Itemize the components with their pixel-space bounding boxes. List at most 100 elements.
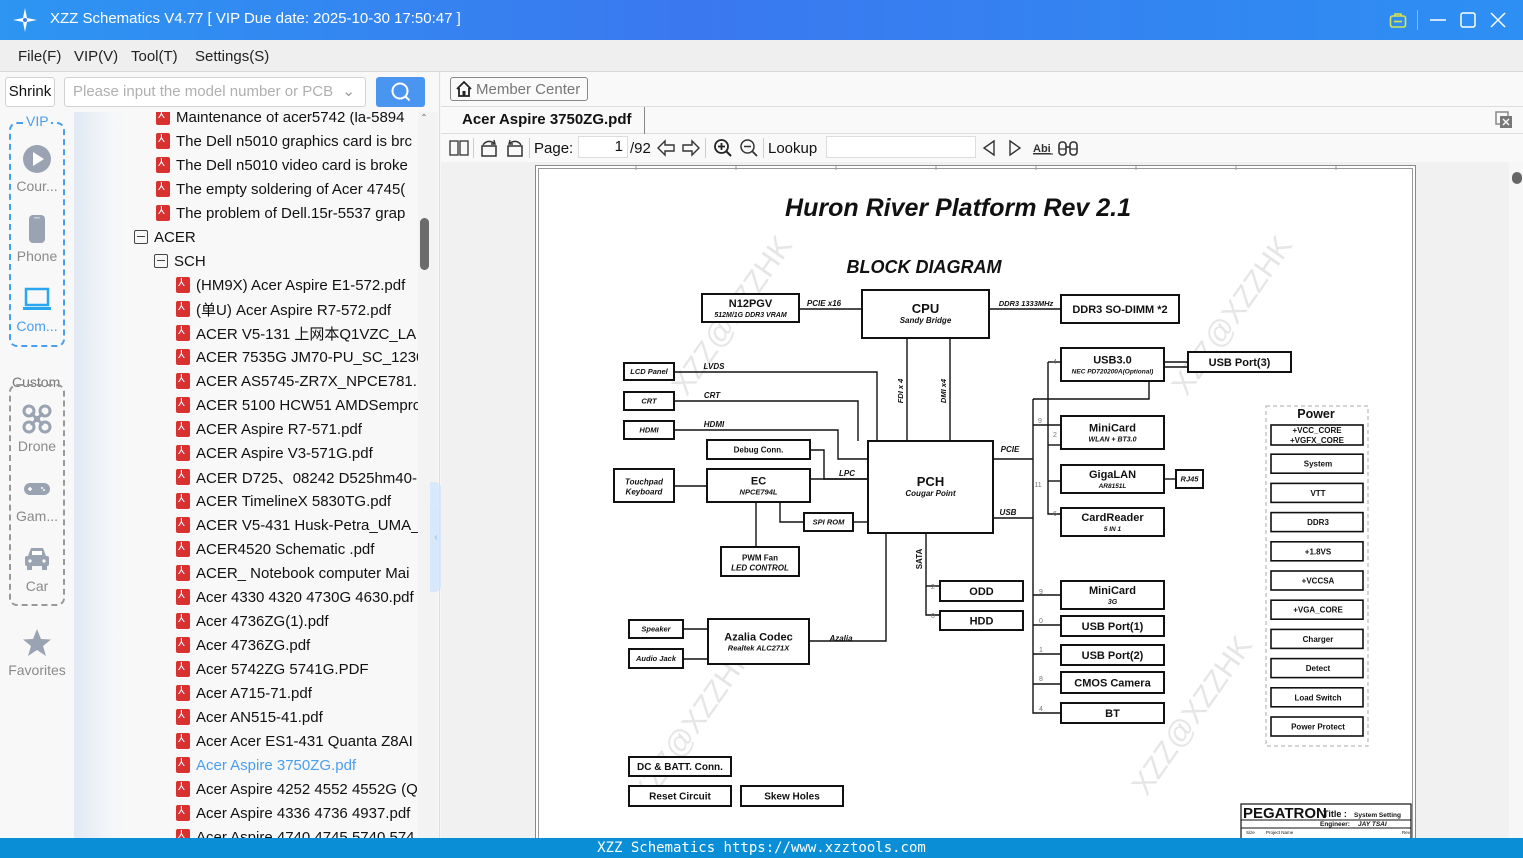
pdf-viewport[interactable]: XZZ@XZZHKXZZ@XZZHKXZZ@XZZHKXZZ@XZZHKHuro… [441, 162, 1523, 838]
nav-item-phone[interactable]: Phone [0, 214, 74, 264]
odd-block-label: ODD [969, 586, 994, 598]
tree-file[interactable]: Acer Aspire 4252 4552 4552G (Q [176, 777, 418, 801]
nav-item-favorites[interactable]: Favorites [0, 628, 74, 678]
pdf-file-icon [156, 112, 170, 125]
prev-page-button[interactable] [656, 137, 676, 159]
member-center-button[interactable]: Member Center [450, 77, 588, 101]
tree-file[interactable]: ACER V5-131 上网本Q1VZC_LA [176, 321, 416, 345]
pdf-file-icon [156, 204, 170, 221]
tree-folder[interactable]: SCH [154, 249, 206, 273]
tree-file[interactable]: Acer Aspire 3750ZG.pdf [176, 753, 356, 777]
scrollbar-thumb[interactable] [420, 218, 429, 270]
tree-file[interactable]: Maintenance of acer5742 (la-5894 [156, 112, 405, 129]
collapse-icon[interactable] [154, 254, 168, 268]
page-number-input[interactable]: 1 [578, 136, 628, 158]
tree-file[interactable]: ACER_ Notebook computer Mai [176, 561, 409, 585]
tree-file[interactable]: ACER 5100 HCW51 AMDSempro [176, 393, 418, 417]
close-all-tabs-icon[interactable] [1495, 111, 1513, 129]
tree-file[interactable]: (HM9X) Acer Aspire E1-572.pdf [176, 273, 405, 297]
cardreader-block [1060, 507, 1165, 537]
find-all-button[interactable] [1057, 137, 1079, 159]
tree-item-label: The problem of Dell.15r-5537 grap [176, 204, 406, 222]
search-button[interactable] [376, 77, 425, 107]
ec-block [706, 468, 811, 503]
tree-file[interactable]: Acer Aspire 4336 4736 4937.pdf [176, 801, 410, 825]
nav-item-car[interactable]: Car [0, 544, 74, 594]
port-number: 1 [1039, 647, 1043, 654]
schematic-subtitle: BLOCK DIAGRAM [847, 257, 1003, 277]
star-icon [23, 629, 51, 656]
scrollbar-thumb[interactable] [1512, 172, 1522, 184]
port-number: 0 [931, 613, 935, 620]
scroll-up-icon[interactable]: ˆ [1512, 162, 1515, 169]
rotate-left-button[interactable] [479, 137, 499, 159]
power-item-label: System [1304, 460, 1332, 469]
tree-file[interactable]: The empty soldering of Acer 4745( [156, 177, 405, 201]
rotate-right-button[interactable] [505, 137, 525, 159]
gigalan-block [1060, 464, 1165, 494]
nav-item-drone[interactable]: Drone [0, 404, 74, 454]
next-page-button[interactable] [681, 137, 701, 159]
tree-file[interactable]: Acer A715-71.pdf [176, 681, 312, 705]
two-page-view-button[interactable] [449, 137, 469, 159]
azalia-line [809, 533, 887, 642]
zoom-out-button[interactable] [739, 137, 759, 159]
tree-scrollbar[interactable]: ˆ [418, 112, 438, 838]
tree-file[interactable]: The Dell n5010 graphics card is brc [156, 129, 412, 153]
tree-file[interactable]: The Dell n5010 video card is broke [156, 153, 408, 177]
shrink-button[interactable]: Shrink [5, 77, 55, 107]
tree-folder[interactable]: ACER [134, 225, 196, 249]
title-block-label: Size [1246, 830, 1255, 835]
tree-file[interactable]: Acer 4330 4320 4730G 4630.pdf [176, 585, 414, 609]
tree-item-label: ACER D725、08242 D525hm40- [196, 469, 417, 487]
power-title: Power [1297, 407, 1335, 421]
find-next-button[interactable] [1007, 137, 1023, 159]
tree-file[interactable]: Acer Aspire 4740 4745 5740 574 [176, 825, 415, 838]
scroll-up-icon[interactable]: ˆ [422, 112, 426, 126]
tree-file[interactable]: Acer AN515-41.pdf [176, 705, 323, 729]
tree-file[interactable]: ACER V5-431 Husk-Petra_UMA_ [176, 513, 418, 537]
pdf-file-icon [176, 708, 190, 725]
tree-file[interactable]: ACER D725、08242 D525hm40- [176, 465, 417, 489]
tree-file[interactable]: ACER 7535G JM70-PU_SC_1230 [176, 345, 418, 369]
page-border [538, 168, 1413, 838]
zoom-in-button[interactable] [713, 137, 733, 159]
triangle-left-icon [982, 139, 995, 157]
nav-item-games[interactable]: Gam... [0, 474, 74, 524]
nav-item-computer[interactable]: Com... [0, 284, 74, 334]
viewer-scrollbar[interactable]: ˆ [1509, 162, 1523, 838]
menu-vip[interactable]: VIP(V) [74, 48, 119, 65]
collapse-icon[interactable] [134, 230, 148, 244]
nav-item-courses[interactable]: Cour... [0, 144, 74, 194]
vip-bag-icon[interactable] [1386, 8, 1410, 32]
tree-item-label: ACER AS5745-ZR7X_NPCE781.p [196, 372, 418, 390]
minicard2-block-label: MiniCard [1089, 585, 1136, 597]
tree-file[interactable]: Acer 4736ZG.pdf [176, 633, 310, 657]
tree-file[interactable]: Acer 4736ZG(1).pdf [176, 609, 329, 633]
tree-file[interactable]: ACER TimelineX 5830TG.pdf [176, 489, 391, 513]
find-previous-button[interactable] [981, 137, 997, 159]
tree-file[interactable]: ACER Aspire V3-571G.pdf [176, 441, 373, 465]
rotate-left-icon [481, 139, 497, 157]
menu-file[interactable]: File(F) [18, 48, 62, 65]
tree-file[interactable]: The problem of Dell.15r-5537 grap [156, 201, 405, 225]
maximize-button[interactable] [1456, 8, 1480, 32]
minimize-button[interactable] [1426, 8, 1450, 32]
collapse-panel-handle[interactable]: ‹ [430, 482, 442, 592]
power-item-block [1270, 716, 1364, 737]
tree-file[interactable]: ACER4520 Schematic .pdf [176, 537, 374, 561]
lookup-input[interactable] [826, 136, 976, 158]
tree-file[interactable]: (单U) Acer Aspire R7-572.pdf [176, 297, 391, 321]
chevron-down-icon[interactable]: ⌄ [342, 83, 355, 100]
match-case-button[interactable]: Abi [1032, 137, 1054, 159]
tab-document[interactable]: Acer Aspire 3750ZG.pdf [441, 107, 645, 134]
tree-file[interactable]: ACER AS5745-ZR7X_NPCE781.p [176, 369, 418, 393]
menu-tool[interactable]: Tool(T) [131, 48, 178, 65]
model-search-input[interactable]: Please input the model number or PCB ⌄ [64, 77, 366, 107]
bus-label: HDMI [704, 420, 725, 429]
tree-file[interactable]: Acer Acer ES1-431 Quanta Z8AI [176, 729, 413, 753]
tree-file[interactable]: ACER Aspire R7-571.pdf [176, 417, 362, 441]
tree-file[interactable]: Acer 5742ZG 5741G.PDF [176, 657, 369, 681]
close-button[interactable] [1486, 8, 1510, 32]
menu-settings[interactable]: Settings(S) [195, 48, 270, 65]
